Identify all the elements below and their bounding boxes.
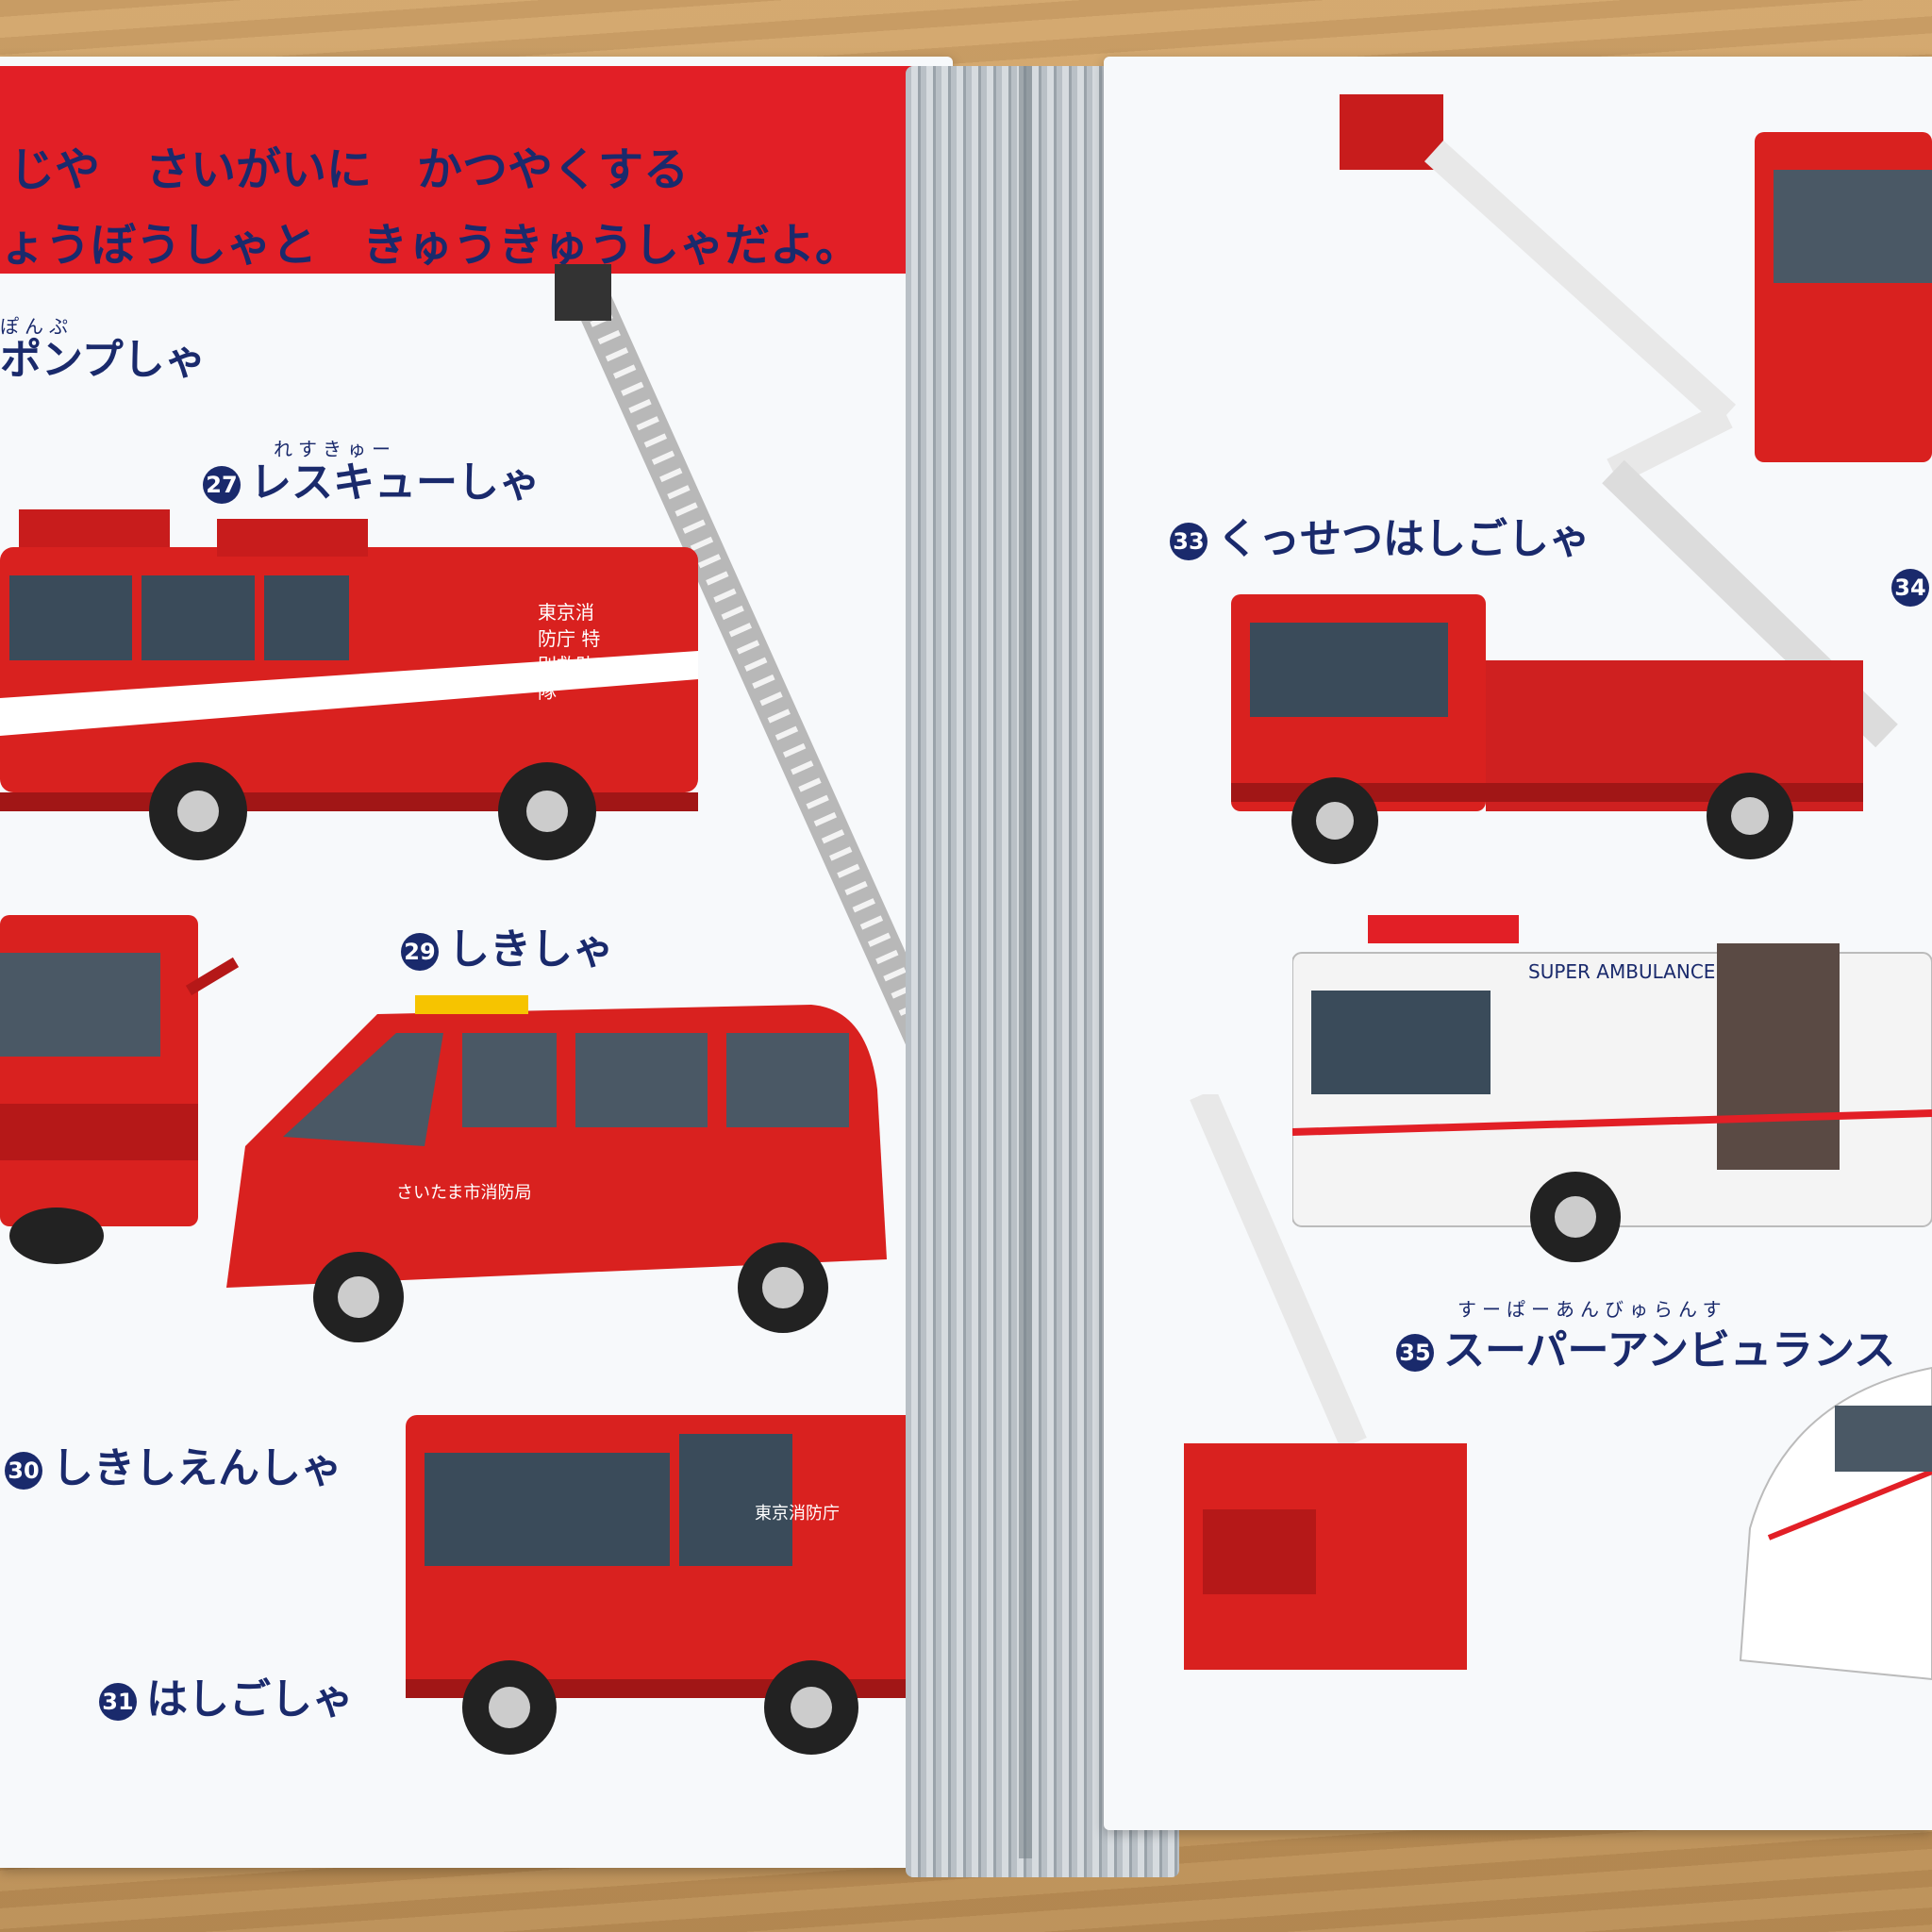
articulated-ladder-truck: [1231, 594, 1863, 864]
header-line-2: ょうぼうしゃと きゅうきゅうしゃだよ。: [0, 219, 861, 272]
ladder-arm: [555, 264, 962, 1112]
rescue-number: 27: [203, 466, 241, 504]
ladder-number: 31: [99, 1683, 137, 1721]
command-support-number: 30: [5, 1452, 42, 1490]
ladder-truck: 東京消防庁: [396, 1396, 953, 1774]
header-line-1: じや さいがいに かつやくする: [9, 143, 690, 196]
command-van: さいたま市消防局: [208, 976, 906, 1373]
rescue-furigana: れすきゅー: [274, 438, 396, 460]
rescue-truck: 東京消防庁 特別救助隊: [0, 509, 717, 868]
white-ambulance: [1739, 1366, 1932, 1681]
ladder-side-text: 東京消防庁: [755, 1504, 840, 1524]
next-item-label: 34: [1891, 561, 1932, 609]
articulated-number: 33: [1170, 523, 1208, 560]
lower-ladder-truck: [1184, 1094, 1467, 1670]
top-right-truck: [1755, 132, 1932, 462]
command-text: しきしゃ: [448, 925, 614, 974]
super-ambulance-number: 35: [1396, 1334, 1434, 1372]
ladder-text: はしごしゃ: [146, 1675, 354, 1724]
pump-truck: [0, 915, 240, 1264]
super-ambulance: SUPER AMBULANCE: [1292, 896, 1932, 1274]
spine-crease: [1019, 66, 1032, 1858]
rescue-text: レスキューしゃ: [250, 458, 541, 507]
pump-furigana: ぽんぷ: [0, 315, 74, 338]
command-support-label: 30 しきしえんしゃ: [5, 1434, 342, 1494]
command-side-text: さいたま市消防局: [396, 1183, 532, 1203]
super-ambulance-furigana: すーぱーあんびゅらんす: [1457, 1298, 1727, 1321]
ambulance-side-text: SUPER AMBULANCE: [1528, 960, 1716, 983]
articulated-text: くっせつはしごしゃ: [1217, 515, 1591, 563]
pump-label: ポンプしゃ: [0, 336, 207, 384]
super-ambulance-text: スーパーアンビュランス: [1443, 1326, 1896, 1374]
header-band: じや さいがいに かつやくする ょうぼうしゃと きゅうきゅうしゃだよ。: [0, 66, 915, 274]
command-support-text: しきしえんしゃ: [52, 1444, 342, 1492]
next-item-number: 34: [1891, 569, 1929, 607]
rescue-side-text: 東京消防庁 特別救助隊: [538, 601, 601, 703]
command-number: 29: [401, 933, 439, 971]
